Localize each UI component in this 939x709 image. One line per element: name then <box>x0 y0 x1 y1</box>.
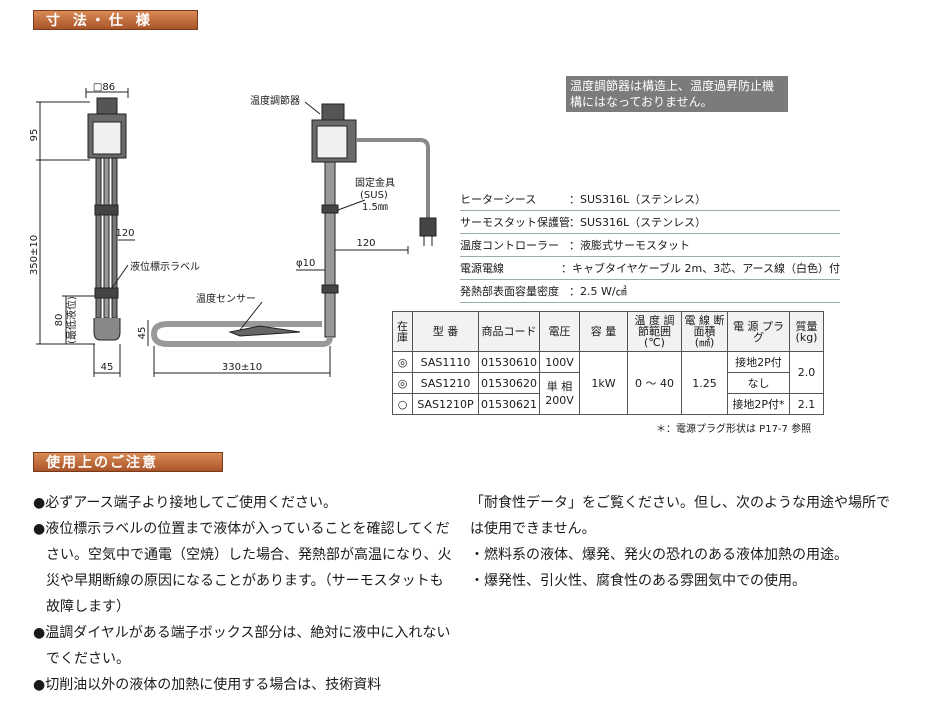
spec-row: 電源電線 ：キャブタイヤケーブル 2m、3芯、アース線（白色）付 <box>460 257 840 280</box>
spec-row: 温度コントローラー ：液膨式サーモスタット <box>460 234 840 257</box>
cell-stock: ◎ <box>392 351 413 373</box>
cell-plug: 接地2P付* <box>727 393 790 415</box>
table-header-row: 在庫 型 番 商品コード 電圧 容 量 温 度 調節範囲 (℃) 電 線 断面積… <box>392 311 824 352</box>
list-item: ・燃料系の液体、爆発、発火の恐れのある液体加熱の用途。 <box>470 547 848 563</box>
header-weight: 質量 (kg) <box>789 311 824 352</box>
side-view <box>147 101 437 377</box>
list-item: ・爆発性、引火性、腐食性のある雰囲気中での使用。 <box>470 573 806 589</box>
cell-plug: 接地2P付 <box>727 351 790 373</box>
footnote: ＊：電源プラグ形状は P17-7 参照 <box>656 424 812 435</box>
product-table: 在庫 型 番 商品コード 電圧 容 量 温 度 調節範囲 (℃) 電 線 断面積… <box>392 311 824 415</box>
dim-120-right: 120 <box>356 238 375 249</box>
table-row: ◎ SAS1210 01530620 単 相 200V なし <box>392 372 824 415</box>
cell-wire: 1.25 <box>681 351 728 415</box>
spec-value: ：キャブタイヤケーブル 2m、3芯、アース線（白色）付 <box>560 262 840 275</box>
dim-phi10: φ10 <box>296 258 315 269</box>
cell-model: SAS1210 <box>412 372 479 394</box>
table-row: ◎ SAS1110 01530610 100V 1kW 0 ～ 40 1.25 … <box>392 351 824 415</box>
table-row: ○ SAS1210P 01530621 接地2P付* 2.1 <box>392 393 824 415</box>
spec-label: 温度コントローラー <box>460 239 559 252</box>
bracket-label-2: (SUS) <box>360 190 388 201</box>
spec-row: ヒーターシース ：SUS316L（ステンレス） <box>460 188 840 211</box>
header-voltage: 電圧 <box>539 311 580 352</box>
cell-code: 01530620 <box>478 372 540 394</box>
header-capacity: 容 量 <box>579 311 628 352</box>
spec-value: ：液膨式サーモスタット <box>569 239 690 252</box>
precautions-left: ●必ずアース端子より接地してご使用ください。 ●液位標示ラベルの位置まで液体が入… <box>33 490 453 698</box>
section-title-dimensions: 寸 法・仕 様 <box>33 10 198 30</box>
spec-label: 発熱部表面容量密度 <box>460 285 559 298</box>
list-item: ●必ずアース端子より接地してご使用ください。 <box>33 495 337 511</box>
cell-model: SAS1110 <box>412 351 479 373</box>
dim-120-left: 120 <box>115 228 134 239</box>
header-model: 型 番 <box>412 311 479 352</box>
cell-voltage-shared: 単 相 200V <box>539 372 580 415</box>
sensor-label: 温度センサー <box>196 292 256 305</box>
cell-weight: 2.1 <box>789 393 824 415</box>
dim-45-vertical: 45 <box>137 327 148 340</box>
front-view <box>36 88 135 377</box>
dim-350: 350±10 <box>29 235 40 275</box>
header-temp-range: 温 度 調節範囲 (℃) <box>627 311 682 352</box>
cell-plug: なし <box>727 372 790 394</box>
spec-value: ：SUS316L（ステンレス） <box>569 216 707 229</box>
header-wire: 電 線 断面積 (㎟) <box>681 311 728 352</box>
dim-80-sub: (最低液位) <box>65 296 78 344</box>
dim-95: 95 <box>29 129 40 142</box>
liquid-level-label: 液位標示ラベル <box>130 260 200 273</box>
spec-label: 電源電線 <box>460 262 504 275</box>
header-plug: 電 源 プラグ <box>727 311 790 352</box>
dim-80: 80 <box>54 314 65 327</box>
spec-list: ヒーターシース ：SUS316L（ステンレス） サーモスタット保護管 ：SUS3… <box>460 188 840 303</box>
header-stock: 在庫 <box>392 311 413 352</box>
dim-square-86: □86 <box>93 82 115 93</box>
spec-row: 発熱部表面容量密度 ：2.5 W/㎠ <box>460 280 840 303</box>
bracket-label-3: 1.5㎜ <box>362 202 388 213</box>
spec-row: サーモスタット保護管 ：SUS316L（ステンレス） <box>460 211 840 234</box>
cell-capacity: 1kW <box>579 351 628 415</box>
precautions-right: 「耐食性データ」をご覧ください。但し、次のような用途や場所では使用できません。 … <box>470 490 890 594</box>
cell-weight: 2.0 <box>789 351 824 394</box>
header-code: 商品コード <box>478 311 540 352</box>
cell-code: 01530621 <box>478 393 540 415</box>
list-item: ●液位標示ラベルの位置まで液体が入っていることを確認してください。空気中で通電（… <box>33 521 452 615</box>
dim-330: 330±10 <box>222 362 262 373</box>
section-title-precautions: 使用上のご注意 <box>33 452 223 472</box>
cell-model: SAS1210P <box>412 393 479 415</box>
spec-value: ：2.5 W/㎠ <box>569 285 627 298</box>
list-item: 「耐食性データ」をご覧ください。但し、次のような用途や場所では使用できません。 <box>470 495 890 537</box>
spec-value: ：SUS316L（ステンレス） <box>569 193 707 206</box>
warning-note: 温度調節器は構造上、温度過昇防止機構にはなっておりません。 <box>566 76 788 112</box>
thermostat-label: 温度調節器 <box>250 94 300 107</box>
cell-stock: ◎ <box>392 372 413 394</box>
list-item: ●切削油以外の液体の加熱に使用する場合は、技術資料 <box>33 677 382 693</box>
cell-temp-range: 0 ～ 40 <box>627 351 682 415</box>
list-item: ●温調ダイヤルがある端子ボックス部分は、絶対に液中に入れないでください。 <box>33 625 451 667</box>
bracket-label-1: 固定金具 <box>355 176 395 189</box>
spec-label: サーモスタット保護管 <box>460 216 570 229</box>
spec-label: ヒーターシース <box>460 193 537 206</box>
dim-45-horizontal: 45 <box>101 362 114 373</box>
cell-voltage: 100V <box>539 351 580 373</box>
cell-code: 01530610 <box>478 351 540 373</box>
dimension-drawing: □86 95 350±10 120 液位標示ラベル 80 (最低液位) 45 <box>29 82 437 377</box>
cell-stock: ○ <box>392 393 413 415</box>
